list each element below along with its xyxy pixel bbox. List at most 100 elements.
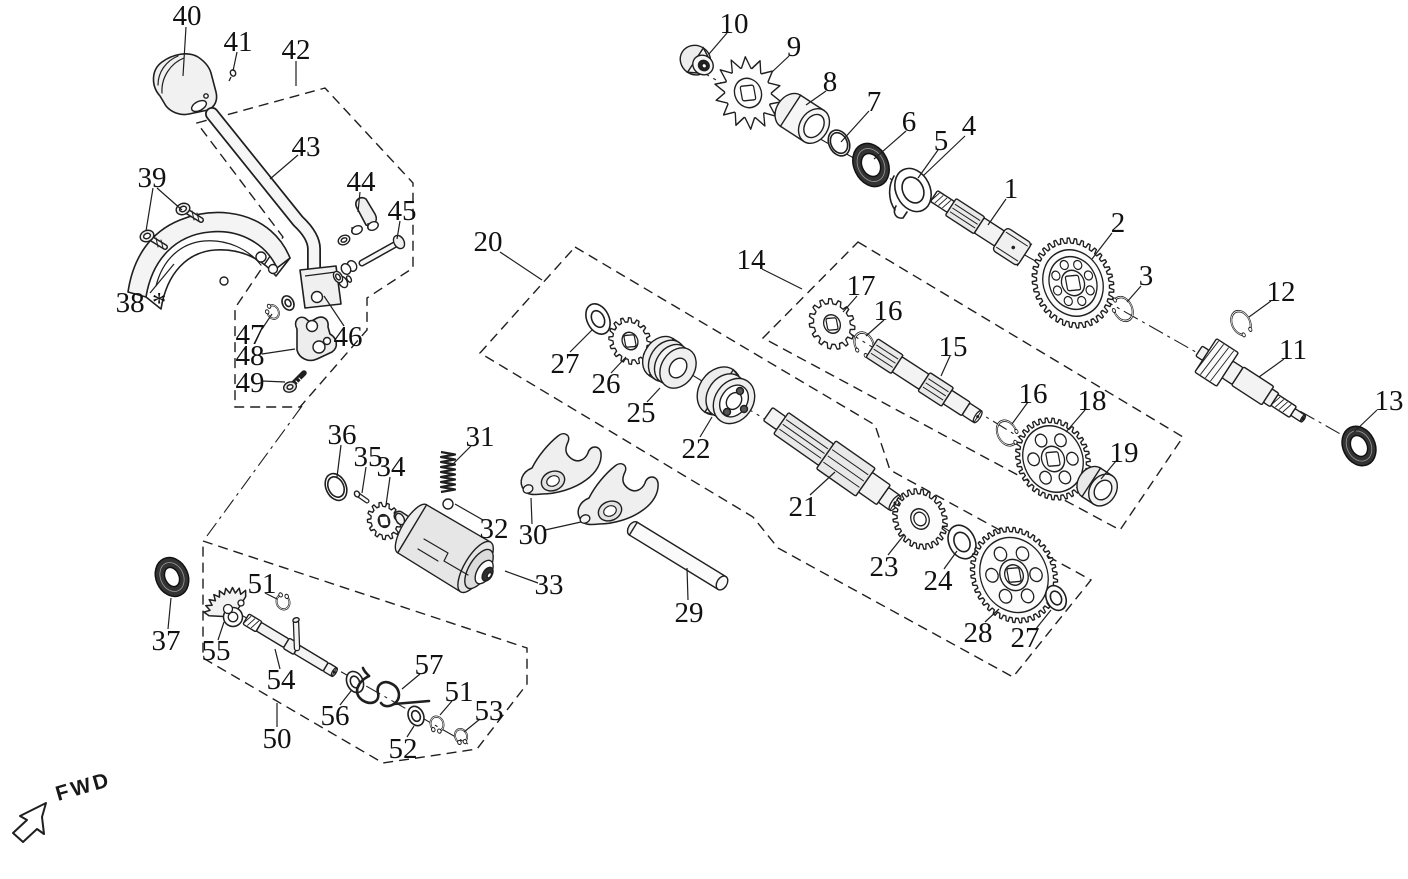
- leader-line: [530, 497, 533, 525]
- bearing-19: [1076, 465, 1119, 507]
- leader-line: [987, 198, 1007, 226]
- driven-gear-2: [1031, 237, 1115, 329]
- return-spring-57: [355, 666, 431, 708]
- circlip-16b: [995, 419, 1019, 447]
- washer-52: [407, 705, 425, 727]
- part-label-17-27: 17: [847, 270, 876, 302]
- gear-23: [892, 488, 948, 550]
- part-label-14-26: 14: [737, 244, 767, 276]
- leader-line: [261, 380, 286, 383]
- output-shaft-21: [763, 407, 902, 512]
- part-label-22-24: 22: [682, 433, 711, 465]
- axis-lines: [203, 67, 1359, 745]
- e-clip-51a: [275, 592, 291, 611]
- part-label-36-12: 36: [328, 419, 357, 451]
- part-label-3-46: 3: [1139, 260, 1154, 292]
- part-label-13-49: 13: [1375, 385, 1404, 417]
- leader-line: [708, 32, 728, 55]
- leader-line: [761, 268, 803, 290]
- part-label-54-53: 54: [267, 664, 297, 696]
- leader-line: [1353, 409, 1378, 433]
- part-label-57-55: 57: [415, 649, 444, 681]
- leader-line: [610, 356, 627, 374]
- bracket-bolts-39: [139, 202, 204, 250]
- leader-line: [499, 251, 543, 281]
- detent-spring-31: [439, 450, 457, 494]
- leader-line: [439, 700, 453, 716]
- spindle-pin-54: [292, 616, 301, 652]
- leader-line: [396, 220, 401, 240]
- washer-27b: [1044, 584, 1068, 612]
- part-label-6-41: 6: [902, 106, 917, 138]
- shift-lever-group-box: [195, 87, 414, 408]
- shift-fork-30-a: [520, 433, 602, 496]
- part-label-52-57: 52: [389, 733, 418, 765]
- seal-washer-5: [894, 167, 932, 213]
- leader-line: [217, 621, 225, 641]
- leader-line: [406, 725, 415, 738]
- part-label-23-33: 23: [870, 551, 899, 583]
- oil-seal-37: [154, 556, 190, 598]
- part-label-35-13: 35: [354, 441, 383, 473]
- part-label-16-30: 16: [1019, 378, 1048, 410]
- leader-line: [840, 110, 870, 143]
- leader-line: [1258, 358, 1285, 378]
- parts: [12, 44, 1377, 843]
- dowel-pin-35: [353, 490, 370, 504]
- leader-line: [940, 355, 951, 377]
- leader-line: [182, 26, 187, 77]
- leader-line: [865, 319, 885, 337]
- part-label-51-56: 51: [445, 676, 474, 708]
- leader-line: [261, 313, 273, 330]
- shift-drum-33-grooves: [417, 538, 469, 576]
- part-label-31-15: 31: [466, 421, 495, 453]
- part-label-37-50: 37: [152, 625, 181, 657]
- leader-line: [385, 476, 391, 506]
- shift-fork-shaft-29: [626, 521, 729, 591]
- leader-line: [686, 567, 689, 601]
- part-label-15-29: 15: [939, 331, 968, 363]
- part-label-19-32: 19: [1110, 437, 1139, 469]
- countershaft-15: [865, 338, 983, 424]
- driven-gear-18: [1015, 417, 1091, 501]
- drive-pinion-shaft-11: [1194, 338, 1307, 423]
- part-label-46-9: 46: [334, 321, 363, 353]
- shift-spindle-group-box: [202, 540, 528, 764]
- leader-line: [809, 471, 836, 496]
- part-label-9-38: 9: [787, 31, 802, 63]
- leader-line: [269, 154, 299, 180]
- retainer-4: [888, 175, 908, 219]
- leader-line: [1126, 285, 1142, 303]
- part-label-12-47: 12: [1267, 276, 1296, 308]
- part-label-7-40: 7: [867, 86, 882, 118]
- leader-line: [339, 690, 352, 706]
- lever-joint-44: [337, 196, 379, 246]
- washer-56: [345, 670, 365, 694]
- leader-line: [463, 718, 481, 733]
- leader-line: [984, 608, 1000, 623]
- leader-line: [873, 130, 907, 160]
- part-label-11-48: 11: [1279, 334, 1307, 366]
- circlip-3: [1111, 295, 1134, 323]
- part-label-5-42: 5: [934, 125, 949, 157]
- part-label-30-17: 30: [519, 519, 548, 551]
- leader-lines: [145, 26, 1378, 738]
- part-label-33-18: 33: [535, 569, 564, 601]
- part-label-34-14: 34: [377, 451, 407, 483]
- part-label-25-23: 25: [627, 397, 656, 429]
- thrust-washer-27a: [585, 303, 611, 335]
- part-label-27-21: 27: [551, 348, 580, 380]
- detent-ball-32: [442, 498, 454, 510]
- drive-shaft-1: [930, 190, 1033, 267]
- part-label-53-58: 53: [475, 695, 504, 727]
- part-label-49-11: 49: [236, 367, 265, 399]
- circlip-12: [1230, 309, 1253, 338]
- dog-hub-22-slots: [722, 386, 749, 417]
- part-label-28-35: 28: [964, 617, 993, 649]
- leader-line: [274, 648, 281, 670]
- leader-line: [156, 187, 183, 211]
- center-axis-line: [214, 599, 469, 745]
- e-clip-51b: [429, 715, 445, 734]
- part-label-32-16: 32: [480, 513, 509, 545]
